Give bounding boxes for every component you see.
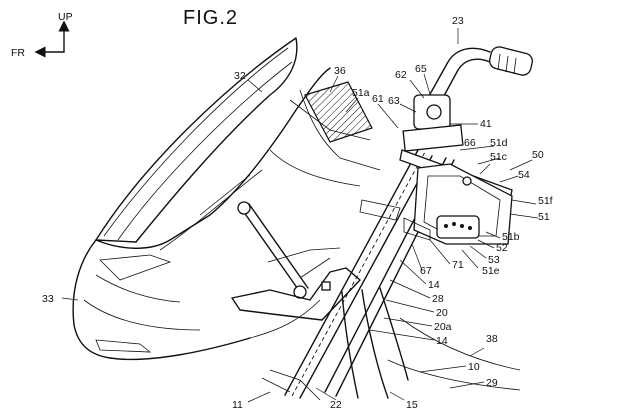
label-66: 66 — [464, 137, 476, 149]
label-52: 52 — [496, 242, 508, 254]
direction-up-label: UP — [58, 11, 73, 23]
label-51: 51 — [538, 211, 550, 223]
label-53: 53 — [488, 254, 500, 266]
figure-title: FIG.2 — [183, 7, 238, 29]
label-61: 61 — [372, 93, 384, 105]
windscreen — [95, 37, 298, 243]
lower-structure — [261, 287, 521, 401]
label-36: 36 — [334, 65, 346, 77]
label-20a: 20a — [434, 321, 452, 333]
label-10: 10 — [468, 361, 480, 373]
label-71: 71 — [452, 259, 464, 271]
label-51a: 51a — [352, 87, 370, 99]
label-15: 15 — [406, 399, 418, 411]
label-65: 65 — [415, 63, 427, 75]
front-cowl — [72, 67, 331, 361]
label-51c: 51c — [490, 151, 507, 163]
direction-indicator: UP FR — [11, 11, 73, 59]
handle-clamp — [402, 94, 464, 152]
label-41: 41 — [480, 118, 492, 130]
label-28: 28 — [432, 293, 444, 305]
label-67: 67 — [420, 265, 432, 277]
hatched-block — [304, 81, 373, 143]
label-22: 22 — [330, 399, 342, 411]
stay-rod — [237, 201, 309, 299]
leader-lines — [61, 28, 539, 403]
label-11: 11 — [232, 399, 243, 411]
label-51d: 51d — [490, 137, 508, 149]
label-29: 29 — [486, 377, 498, 389]
label-51f: 51f — [538, 195, 553, 207]
label-33: 33 — [42, 293, 54, 305]
label-54: 54 — [518, 169, 530, 181]
device-holder — [399, 149, 513, 245]
label-51e: 51e — [482, 265, 500, 277]
label-63: 63 — [388, 95, 400, 107]
lower-bracket — [231, 247, 361, 321]
label-51b: 51b — [502, 231, 520, 243]
label-32: 32 — [234, 70, 246, 82]
label-23: 23 — [452, 15, 464, 27]
reference-labels: 23 32 36 51a 61 62 65 63 41 66 51d 51c 5… — [42, 15, 553, 411]
label-14-upper: 14 — [428, 279, 440, 291]
handlebar — [419, 46, 533, 119]
label-38: 38 — [486, 333, 498, 345]
label-62: 62 — [395, 69, 407, 81]
label-14-lower: 14 — [436, 335, 448, 347]
label-50: 50 — [532, 149, 544, 161]
label-20: 20 — [436, 307, 448, 319]
direction-front-label: FR — [11, 47, 25, 59]
